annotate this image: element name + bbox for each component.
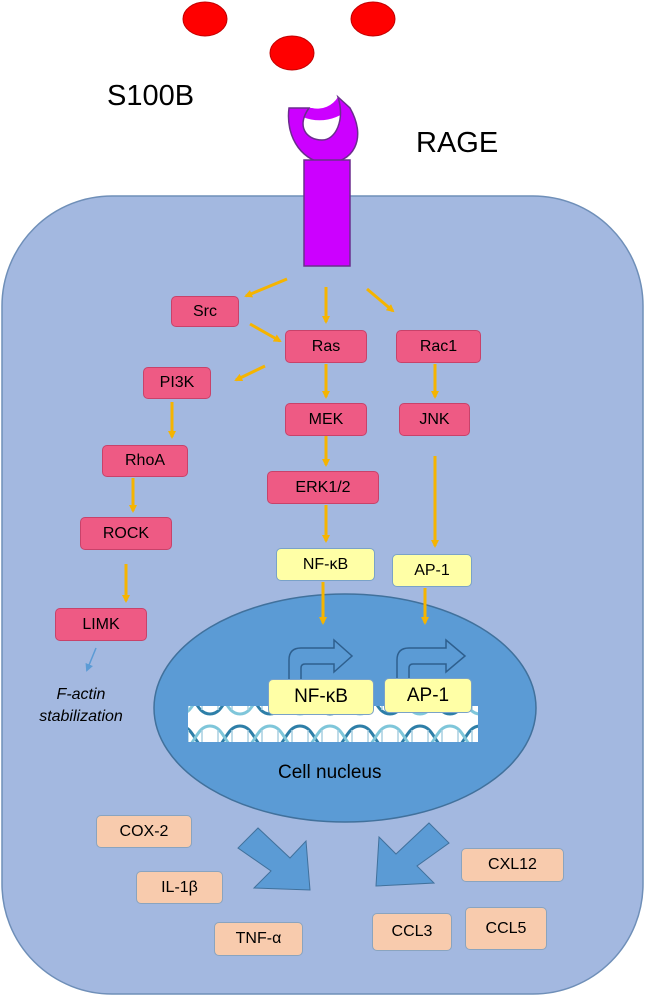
s100b-molecule xyxy=(350,1,396,37)
pi3k-node: PI3K xyxy=(143,367,211,399)
s100b-molecule xyxy=(182,1,228,37)
transcription-arrow-icon xyxy=(288,638,354,687)
nuclear-nfkb-node: NF-κB xyxy=(268,679,374,715)
signaling-arrows xyxy=(122,277,439,625)
src-node: Src xyxy=(171,296,239,327)
erk-node: ERK1/2 xyxy=(267,471,379,504)
ccl3-node: CCL3 xyxy=(372,913,452,951)
limk-node: LIMK xyxy=(55,608,147,641)
nuclear-ap1-node: AP-1 xyxy=(384,678,472,713)
factin-label: F-actin stabilization xyxy=(22,684,140,728)
s100b-molecule xyxy=(269,35,315,71)
cox2-node: COX-2 xyxy=(96,815,192,848)
rage-receptor-cup xyxy=(287,94,359,164)
arrow-rage-rac1 xyxy=(366,287,395,313)
transcription-arrow-icon xyxy=(396,638,467,687)
factin-line1: F-actin xyxy=(56,686,106,703)
arrow-limk-factin xyxy=(85,647,97,672)
rage-label: RAGE xyxy=(416,127,499,159)
rac1-node: Rac1 xyxy=(396,330,481,363)
s100b-label: S100B xyxy=(107,80,195,112)
rhoa-node: RhoA xyxy=(102,445,188,477)
output-arrow-left xyxy=(237,827,311,891)
rage-receptor-stem xyxy=(303,159,351,267)
factin-line2: stabilization xyxy=(39,708,123,725)
arrow-src-ras xyxy=(249,322,282,343)
nucleus-label: Cell nucleus xyxy=(278,762,382,783)
tnfa-node: TNF-α xyxy=(214,922,303,956)
ap1-node: AP-1 xyxy=(392,554,472,587)
output-arrow-right xyxy=(375,822,450,887)
arrow-rage-src xyxy=(244,277,288,298)
ras-node: Ras xyxy=(285,330,367,363)
rock-node: ROCK xyxy=(80,517,172,550)
jnk-node: JNK xyxy=(399,403,470,436)
il1b-node: IL-1β xyxy=(136,871,223,904)
cxl12-node: CXL12 xyxy=(461,848,564,882)
mek-node: MEK xyxy=(285,403,367,436)
nfkb-node: NF-κB xyxy=(276,548,375,581)
ccl5-node: CCL5 xyxy=(465,907,547,950)
arrow-ras-pi3k xyxy=(234,364,266,382)
